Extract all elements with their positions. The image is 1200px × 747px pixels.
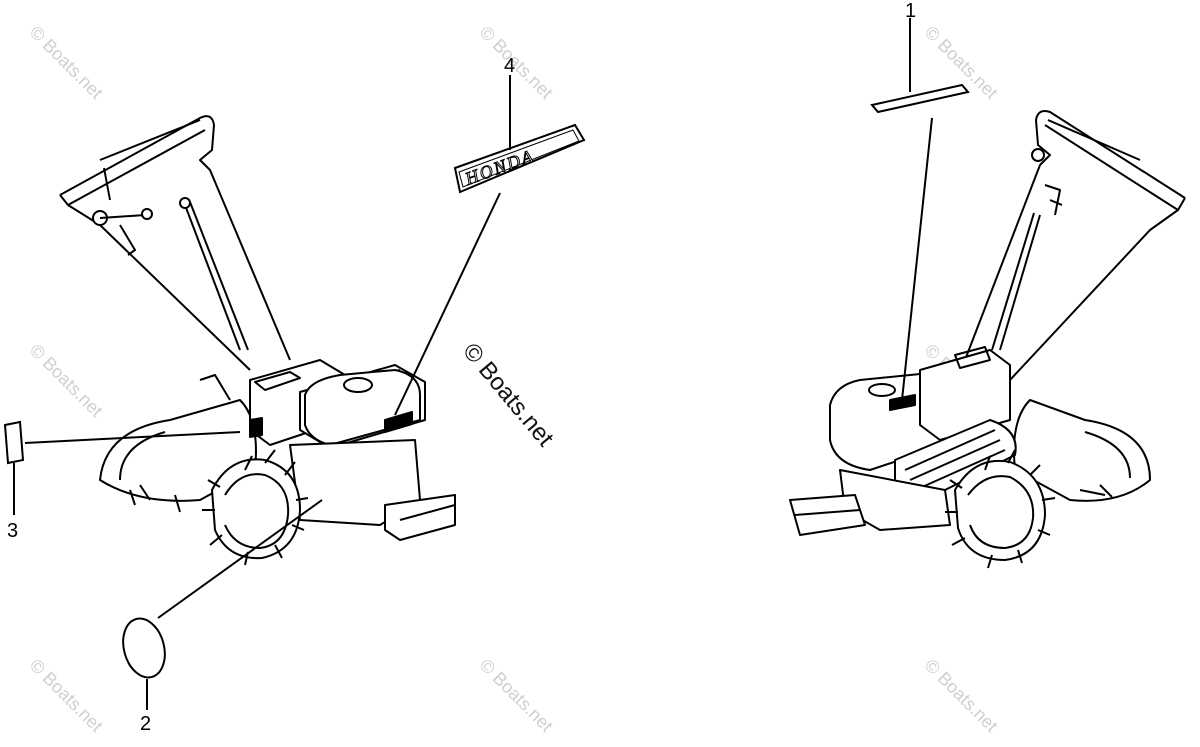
callout-4: 4: [504, 55, 516, 77]
part-3-decal: [3, 420, 241, 515]
part-2-emblem: [122, 499, 323, 710]
callout-3: 3: [7, 520, 19, 542]
tiller-right-view: [789, 110, 1186, 569]
callout-1: 1: [905, 0, 917, 22]
callout-2: 2: [140, 713, 152, 735]
part-4-emblem: HONDA: [394, 75, 586, 416]
part-1-label: [870, 18, 970, 401]
tiller-left-view: [59, 115, 456, 566]
